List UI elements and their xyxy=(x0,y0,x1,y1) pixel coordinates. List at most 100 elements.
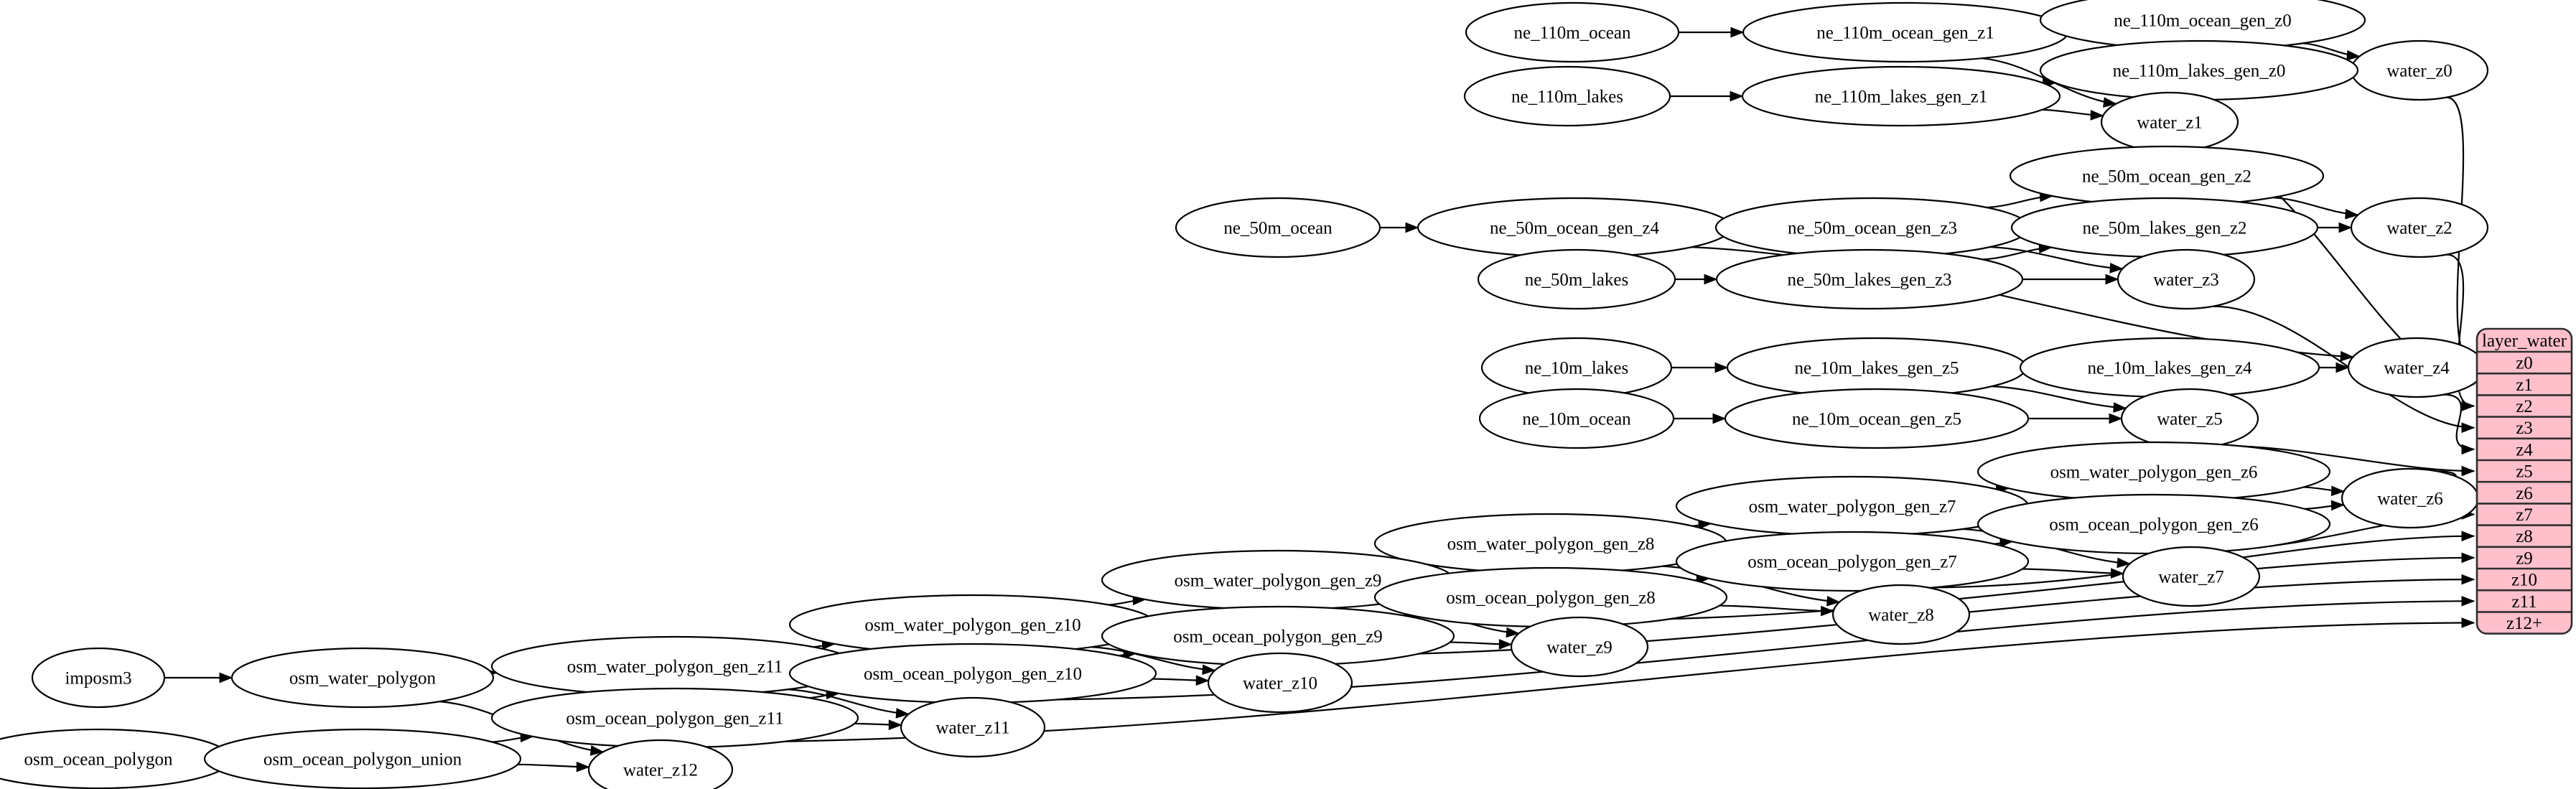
node-label: osm_ocean_polygon_gen_z11 xyxy=(566,709,783,729)
node-ne_10m_lakes[interactable]: ne_10m_lakes xyxy=(1480,337,1673,398)
node-ellipse xyxy=(1831,584,1971,645)
record-row-z9[interactable]: z9 xyxy=(2516,548,2533,568)
record-row-z7[interactable]: z7 xyxy=(2516,505,2533,525)
node-osm_water_polygon_gen_z9[interactable]: osm_water_polygon_gen_z9 xyxy=(1101,549,1455,611)
edge-arrowhead xyxy=(576,761,590,772)
edge-arrowhead xyxy=(2090,110,2104,121)
node-water_z3[interactable]: water_z3 xyxy=(2117,248,2256,310)
layer-water-record[interactable]: layer_water z0 z1 z2 z3 z4 z5 z6 z7 z8 z9 z10 z11 z12… xyxy=(2475,327,2573,635)
node-osm_ocean_polygon_gen_z10[interactable]: osm_ocean_polygon_gen_z10 xyxy=(788,643,1157,704)
node-label: osm_water_polygon_gen_z8 xyxy=(1447,535,1655,554)
record-row-z6[interactable]: z6 xyxy=(2516,484,2533,503)
node-ne_110m_ocean_gen_z0[interactable]: ne_110m_ocean_gen_z0 xyxy=(2039,0,2366,51)
node-label: osm_ocean_polygon_gen_z6 xyxy=(2049,515,2259,535)
node-ne_50m_lakes_gen_z3[interactable]: ne_50m_lakes_gen_z3 xyxy=(1715,248,2024,310)
node-ne_50m_ocean[interactable]: ne_50m_ocean xyxy=(1175,197,1381,258)
node-water_z2[interactable]: water_z2 xyxy=(2350,197,2489,258)
edge-arrowhead xyxy=(2109,413,2123,424)
node-ellipse xyxy=(2117,248,2256,310)
node-water_z1[interactable]: water_z1 xyxy=(2100,91,2239,153)
node-water_z7[interactable]: water_z7 xyxy=(2122,546,2261,607)
node-osm_ocean_polygon_gen_z7[interactable]: osm_ocean_polygon_gen_z7 xyxy=(1675,531,2030,592)
record-row-z1[interactable]: z1 xyxy=(2516,375,2533,395)
node-label: ne_110m_ocean_gen_z0 xyxy=(2114,11,2292,31)
record-row-z11[interactable]: z11 xyxy=(2511,592,2537,612)
node-water_z9[interactable]: water_z9 xyxy=(1510,616,1649,678)
node-water_z6[interactable]: water_z6 xyxy=(2341,467,2480,529)
node-label: ne_10m_ocean_gen_z5 xyxy=(1792,410,1961,429)
node-label: water_z10 xyxy=(1243,674,1317,694)
edge-osm_water_polygon_gen_z10-to-water_z10 xyxy=(1091,646,1215,671)
node-label: ne_50m_ocean_gen_z4 xyxy=(1490,219,1660,238)
node-osm_ocean_polygon_gen_z11[interactable]: osm_ocean_polygon_gen_z11 xyxy=(490,687,859,749)
edge-arrowhead xyxy=(2117,557,2131,569)
node-water_z4[interactable]: water_z4 xyxy=(2347,337,2486,398)
record-row-z0[interactable]: z0 xyxy=(2516,354,2533,373)
node-ellipse xyxy=(900,696,1046,758)
record-row-z4[interactable]: z4 xyxy=(2516,440,2533,459)
node-ne_110m_ocean_gen_z1[interactable]: ne_110m_ocean_gen_z1 xyxy=(1742,1,2069,63)
node-ne_110m_lakes_gen_z1[interactable]: ne_110m_lakes_gen_z1 xyxy=(1741,65,2061,127)
node-osm_water_polygon_gen_z6[interactable]: osm_water_polygon_gen_z6 xyxy=(1977,441,2331,503)
node-label: imposm3 xyxy=(65,669,131,688)
node-label: ne_10m_ocean xyxy=(1522,410,1631,429)
node-label: osm_water_polygon_gen_z6 xyxy=(2050,463,2258,482)
edge-arrowhead xyxy=(2461,422,2475,434)
edge-arrowhead xyxy=(1714,362,1729,373)
node-ne_50m_ocean_gen_z2[interactable]: ne_50m_ocean_gen_z2 xyxy=(2009,145,2325,207)
node-water_z8[interactable]: water_z8 xyxy=(1831,584,1971,645)
node-water_z5[interactable]: water_z5 xyxy=(2120,388,2259,449)
record-row-z8[interactable]: z8 xyxy=(2516,527,2533,546)
edge-arrowhead xyxy=(2110,568,2124,579)
record-row-z3[interactable]: z3 xyxy=(2516,419,2533,438)
node-water_z0[interactable]: water_z0 xyxy=(2350,39,2489,101)
node-label: osm_ocean_polygon_gen_z9 xyxy=(1173,627,1383,647)
record-row-z10[interactable]: z10 xyxy=(2511,571,2537,590)
record-row-z2[interactable]: z2 xyxy=(2516,397,2533,416)
node-ne_10m_lakes_gen_z4[interactable]: ne_10m_lakes_gen_z4 xyxy=(2019,337,2320,398)
node-ne_10m_lakes_gen_z5[interactable]: ne_10m_lakes_gen_z5 xyxy=(1726,337,2027,398)
node-ne_110m_ocean[interactable]: ne_110m_ocean xyxy=(1465,1,1680,63)
node-ne_50m_ocean_gen_z4[interactable]: ne_50m_ocean_gen_z4 xyxy=(1417,197,1732,258)
edge-arrowhead xyxy=(2461,617,2475,628)
node-label: water_z7 xyxy=(2158,568,2224,587)
node-water_z10[interactable]: water_z10 xyxy=(1207,652,1353,714)
node-osm_ocean_polygon[interactable]: osm_ocean_polygon xyxy=(0,728,233,789)
node-label: osm_water_polygon_gen_z10 xyxy=(864,616,1081,635)
edge-arrowhead xyxy=(2461,465,2475,477)
node-osm_water_polygon_gen_z7[interactable]: osm_water_polygon_gen_z7 xyxy=(1675,475,2030,537)
node-ne_50m_lakes[interactable]: ne_50m_lakes xyxy=(1477,248,1676,310)
node-ellipse xyxy=(1510,616,1649,678)
node-label: water_z2 xyxy=(2386,219,2453,238)
node-osm_ocean_polygon_gen_z9[interactable]: osm_ocean_polygon_gen_z9 xyxy=(1101,605,1455,667)
node-osm_ocean_polygon_union[interactable]: osm_ocean_polygon_union xyxy=(203,728,522,789)
edge-arrowhead xyxy=(1712,413,1727,424)
record-row-z12+[interactable]: z12+ xyxy=(2506,614,2542,633)
record-row-z5[interactable]: z5 xyxy=(2516,462,2533,482)
node-ne_50m_lakes_gen_z2[interactable]: ne_50m_lakes_gen_z2 xyxy=(2010,197,2319,258)
node-osm_ocean_polygon_gen_z8[interactable]: osm_ocean_polygon_gen_z8 xyxy=(1373,566,1728,628)
node-label: water_z8 xyxy=(1868,606,1934,625)
edge-arrowhead xyxy=(2103,97,2117,108)
node-label: osm_ocean_polygon xyxy=(24,750,173,770)
node-imposm3[interactable]: imposm3 xyxy=(31,647,166,709)
node-ne_110m_lakes_gen_z0[interactable]: ne_110m_lakes_gen_z0 xyxy=(2039,39,2359,101)
node-ne_110m_lakes[interactable]: ne_110m_lakes xyxy=(1463,65,1671,127)
layer-water-header: layer_water xyxy=(2482,332,2567,351)
node-label: ne_110m_lakes_gen_z1 xyxy=(1815,88,1988,107)
node-water_z11[interactable]: water_z11 xyxy=(900,696,1046,758)
node-ellipse xyxy=(587,739,734,789)
node-water_z12[interactable]: water_z12 xyxy=(587,739,734,789)
node-ne_10m_ocean_gen_z5[interactable]: ne_10m_ocean_gen_z5 xyxy=(1724,388,2030,449)
edge-ne_10m_lakes_gen_z5-to-water_z5 xyxy=(1992,386,2127,409)
node-ellipse xyxy=(1463,65,1671,127)
node-osm_ocean_polygon_gen_z6[interactable]: osm_ocean_polygon_gen_z6 xyxy=(1977,493,2331,555)
node-ellipse xyxy=(1478,388,1675,449)
node-ne_10m_ocean[interactable]: ne_10m_ocean xyxy=(1478,388,1675,449)
node-ne_50m_ocean_gen_z3[interactable]: ne_50m_ocean_gen_z3 xyxy=(1714,197,2030,258)
edge-water_z9-to-layer_water-z9 xyxy=(1606,556,2475,621)
node-osm_water_polygon[interactable]: osm_water_polygon xyxy=(230,647,495,709)
edge-arrowhead xyxy=(2346,50,2361,61)
